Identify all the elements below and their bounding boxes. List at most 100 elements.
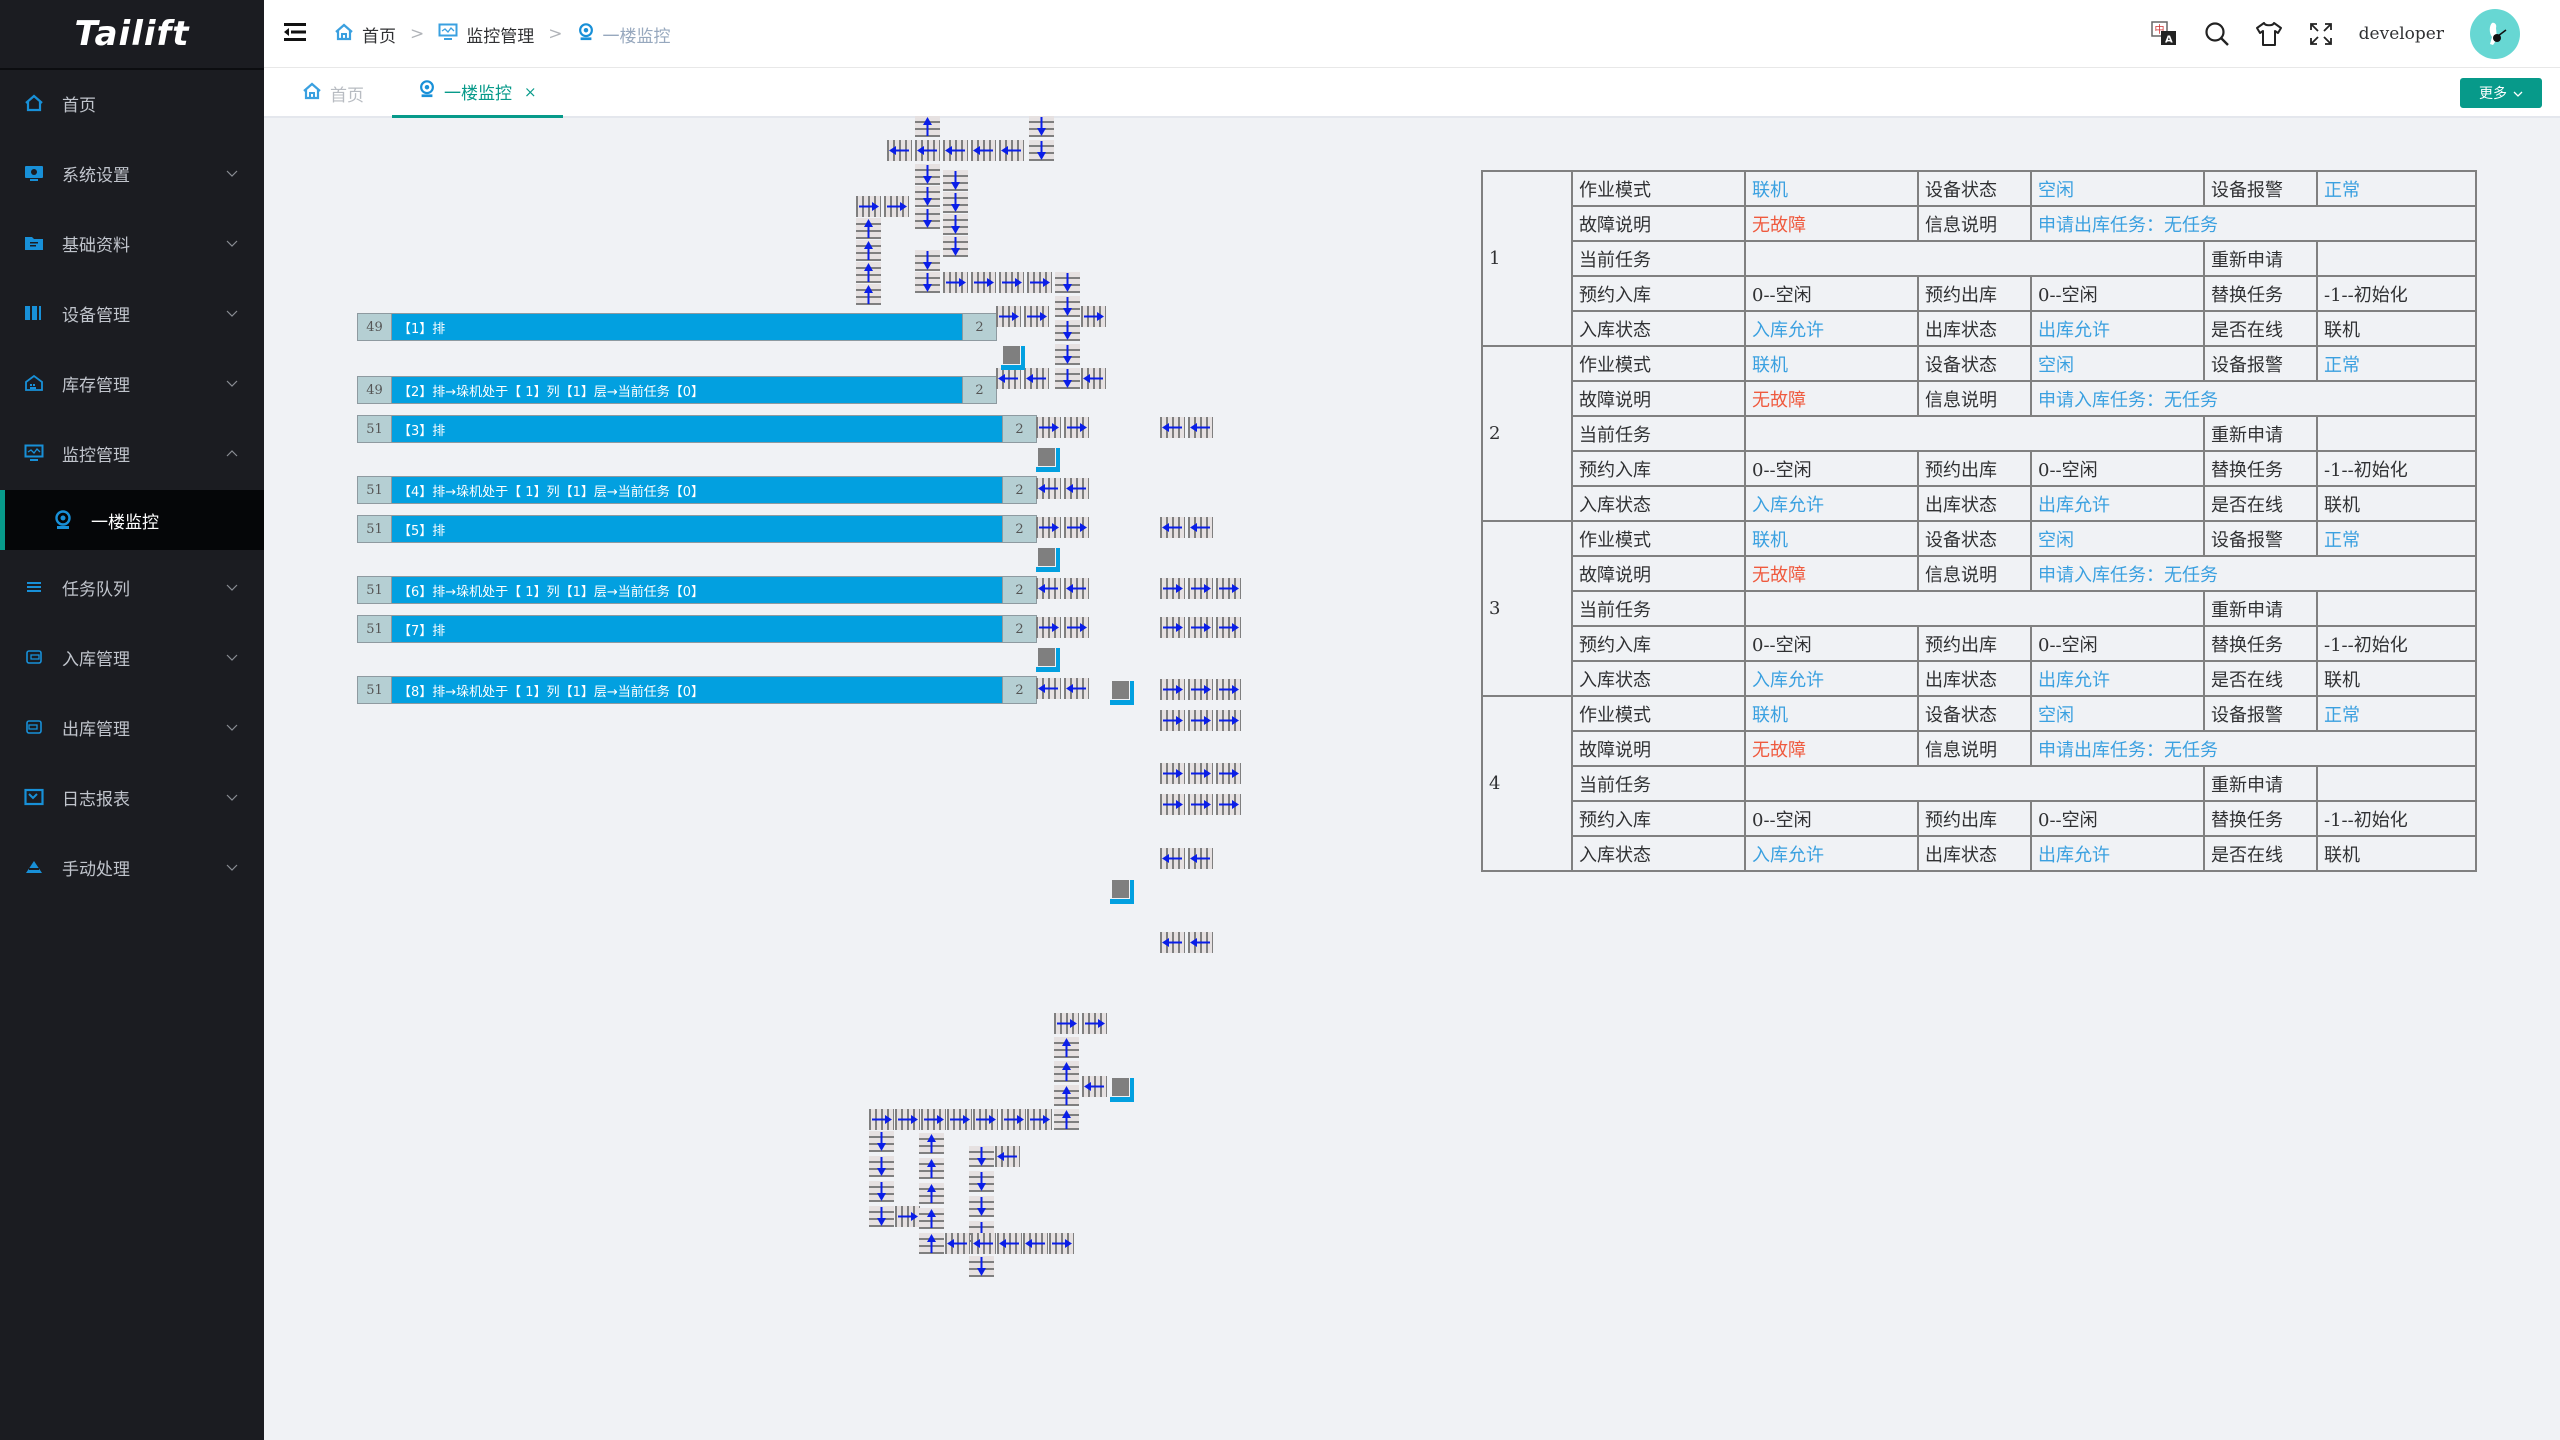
conveyor-cell-right[interactable]	[1064, 617, 1089, 638]
conveyor-cell-up[interactable]	[919, 1133, 944, 1154]
conveyor-cell-right[interactable]	[996, 306, 1021, 327]
conveyor-cell-right[interactable]	[1160, 763, 1185, 784]
conveyor-cell-down[interactable]	[943, 214, 968, 235]
conveyor-cell-right[interactable]	[971, 272, 996, 293]
avatar[interactable]	[2470, 9, 2520, 59]
conveyor-cell-down[interactable]	[915, 164, 940, 185]
conveyor-cell-right[interactable]	[1024, 306, 1049, 327]
conveyor-cell-right[interactable]	[1216, 679, 1241, 700]
conveyor-cell-down[interactable]	[1055, 344, 1080, 365]
fullscreen-icon[interactable]	[2307, 20, 2335, 48]
conveyor-cell-down[interactable]	[1029, 140, 1054, 161]
stacker-crane[interactable]	[1110, 681, 1134, 705]
conveyor-cell-down[interactable]	[969, 1171, 994, 1192]
conveyor-cell-left[interactable]	[1081, 368, 1106, 389]
sidebar-item-0[interactable]: 首页	[0, 68, 264, 138]
conveyor-cell-down[interactable]	[1029, 116, 1054, 137]
conveyor-cell-up[interactable]	[919, 1233, 944, 1254]
conveyor-cell-left[interactable]	[1188, 848, 1213, 869]
conveyor-cell-left[interactable]	[1023, 1233, 1048, 1254]
conveyor-cell-right[interactable]	[1160, 679, 1185, 700]
sidebar-item-7[interactable]: 入库管理	[0, 622, 264, 692]
conveyor-cell-right[interactable]	[895, 1206, 920, 1227]
conveyor-cell-right[interactable]	[1216, 794, 1241, 815]
conveyor-cell-down[interactable]	[969, 1146, 994, 1167]
conveyor-cell-right[interactable]	[1036, 617, 1061, 638]
tab-first-floor-monitor[interactable]: 一楼监控 ×	[392, 68, 563, 118]
conveyor-cell-left[interactable]	[971, 140, 996, 161]
conveyor-cell-left[interactable]	[945, 1233, 970, 1254]
conveyor-cell-right[interactable]	[1188, 763, 1213, 784]
conveyor-cell-down[interactable]	[915, 186, 940, 207]
sidebar-item-5[interactable]: 监控管理	[0, 418, 264, 488]
conveyor-cell-down[interactable]	[915, 208, 940, 229]
conveyor-cell-down[interactable]	[869, 1206, 894, 1227]
conveyor-cell-right[interactable]	[1027, 272, 1052, 293]
conveyor-cell-up[interactable]	[856, 262, 881, 283]
conveyor-cell-left[interactable]	[1064, 578, 1089, 599]
username[interactable]: developer	[2358, 24, 2444, 44]
conveyor-cell-up[interactable]	[919, 1208, 944, 1229]
conveyor-cell-down[interactable]	[1055, 368, 1080, 389]
conveyor-cell-down[interactable]	[943, 236, 968, 257]
conveyor-cell-up[interactable]	[1054, 1037, 1079, 1058]
conveyor-cell-right[interactable]	[947, 1109, 972, 1130]
conveyor-cell-down[interactable]	[1055, 320, 1080, 341]
conveyor-cell-left[interactable]	[995, 1146, 1020, 1167]
conveyor-cell-left[interactable]	[1188, 417, 1213, 438]
stacker-crane[interactable]	[1110, 880, 1134, 904]
theme-shirt-icon[interactable]	[2255, 20, 2283, 48]
conveyor-cell-left[interactable]	[1064, 478, 1089, 499]
conveyor-cell-right[interactable]	[1049, 1233, 1074, 1254]
conveyor-cell-right[interactable]	[1216, 763, 1241, 784]
conveyor-cell-right[interactable]	[1188, 617, 1213, 638]
conveyor-cell-right[interactable]	[921, 1109, 946, 1130]
conveyor-cell-left[interactable]	[1036, 478, 1061, 499]
conveyor-cell-down[interactable]	[869, 1181, 894, 1202]
conveyor-cell-right[interactable]	[884, 196, 909, 217]
conveyor-cell-right[interactable]	[895, 1109, 920, 1130]
conveyor-cell-left[interactable]	[1036, 578, 1061, 599]
stacker-crane[interactable]	[1036, 548, 1060, 572]
shelf-row-bar[interactable]: 51【6】排→垛机处于【 1】列【1】层→当前任务【0】2	[357, 576, 1037, 604]
conveyor-cell-up[interactable]	[856, 240, 881, 261]
conveyor-cell-right[interactable]	[1054, 1013, 1079, 1034]
stacker-crane[interactable]	[1036, 648, 1060, 672]
conveyor-cell-right[interactable]	[1188, 710, 1213, 731]
conveyor-cell-right[interactable]	[1188, 578, 1213, 599]
breadcrumb-home[interactable]: 首页	[362, 26, 396, 47]
conveyor-cell-left[interactable]	[997, 1233, 1022, 1254]
sidebar-item-1[interactable]: 系统设置	[0, 138, 264, 208]
conveyor-cell-left[interactable]	[1082, 1076, 1107, 1097]
sidebar-item-9[interactable]: 日志报表	[0, 762, 264, 832]
conveyor-cell-left[interactable]	[1160, 517, 1185, 538]
conveyor-cell-right[interactable]	[1081, 306, 1106, 327]
stacker-crane[interactable]	[1036, 448, 1060, 472]
conveyor-cell-right[interactable]	[1188, 794, 1213, 815]
conveyor-cell-left[interactable]	[996, 368, 1021, 389]
stacker-crane[interactable]	[1110, 1078, 1134, 1102]
conveyor-cell-down[interactable]	[969, 1256, 994, 1277]
conveyor-cell-down[interactable]	[943, 192, 968, 213]
conveyor-cell-right[interactable]	[1064, 517, 1089, 538]
conveyor-cell-left[interactable]	[1160, 848, 1185, 869]
conveyor-cell-right[interactable]	[1216, 578, 1241, 599]
conveyor-cell-right[interactable]	[973, 1109, 998, 1130]
conveyor-cell-right[interactable]	[1160, 794, 1185, 815]
shelf-row-bar[interactable]: 51【8】排→垛机处于【 1】列【1】层→当前任务【0】2	[357, 676, 1037, 704]
conveyor-cell-left[interactable]	[1064, 678, 1089, 699]
sidebar-item-8[interactable]: 出库管理	[0, 692, 264, 762]
conveyor-cell-right[interactable]	[1160, 710, 1185, 731]
conveyor-cell-down[interactable]	[869, 1156, 894, 1177]
conveyor-cell-down[interactable]	[1055, 272, 1080, 293]
sidebar-item-4[interactable]: 库存管理	[0, 348, 264, 418]
conveyor-cell-right[interactable]	[1027, 1109, 1052, 1130]
conveyor-cell-right[interactable]	[1036, 517, 1061, 538]
conveyor-cell-right[interactable]	[1082, 1013, 1107, 1034]
conveyor-cell-left[interactable]	[971, 1233, 996, 1254]
